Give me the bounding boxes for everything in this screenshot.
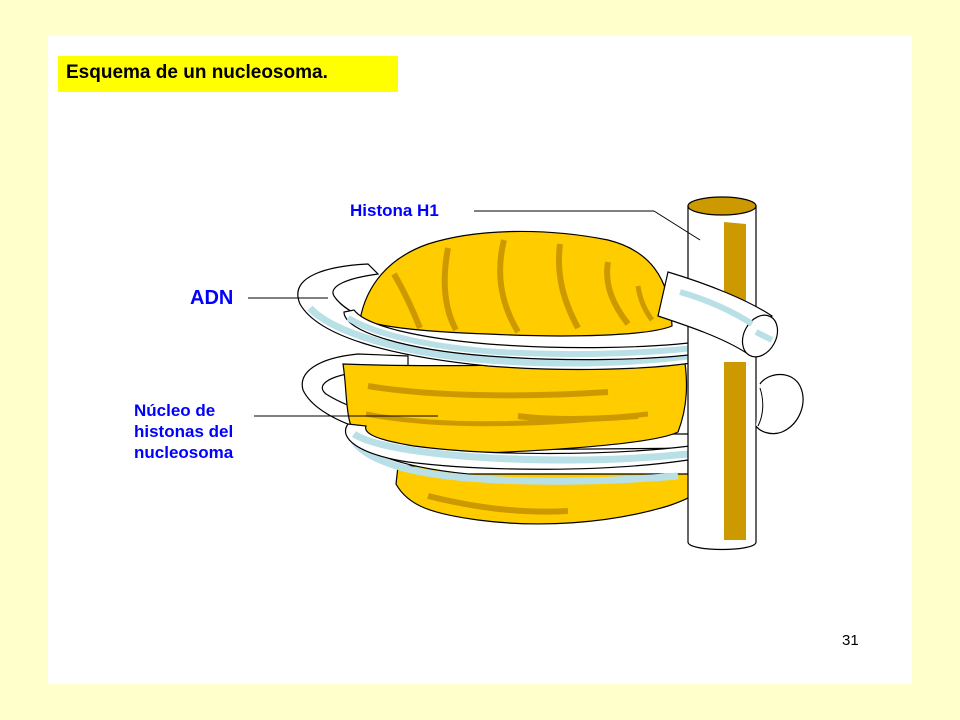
slide-title: Esquema de un nucleosoma. <box>66 62 328 83</box>
nucleosome-diagram <box>248 196 804 551</box>
histone-core-middle <box>342 355 688 455</box>
page-number: 31 <box>842 632 859 649</box>
histone-core-top <box>359 230 673 337</box>
label-nucleo-line-3: nucleosoma <box>134 443 234 462</box>
dna-exit-segment <box>657 271 804 435</box>
histone-h1-rod <box>687 196 757 551</box>
leader-line-histona-h1-angled <box>653 210 701 241</box>
label-nucleo-line-1: Núcleo de <box>134 401 216 420</box>
label-adn: ADN <box>190 287 234 309</box>
label-nucleo-line-2: histonas del <box>134 422 234 441</box>
slide: Esquema de un nucleosoma. <box>48 36 912 684</box>
label-nucleo-histonas: Núcleo de histonas del nucleosoma <box>134 400 233 463</box>
title-highlight: Esquema de un nucleosoma. <box>58 56 398 92</box>
label-histona-h1: Histona H1 <box>350 201 439 220</box>
